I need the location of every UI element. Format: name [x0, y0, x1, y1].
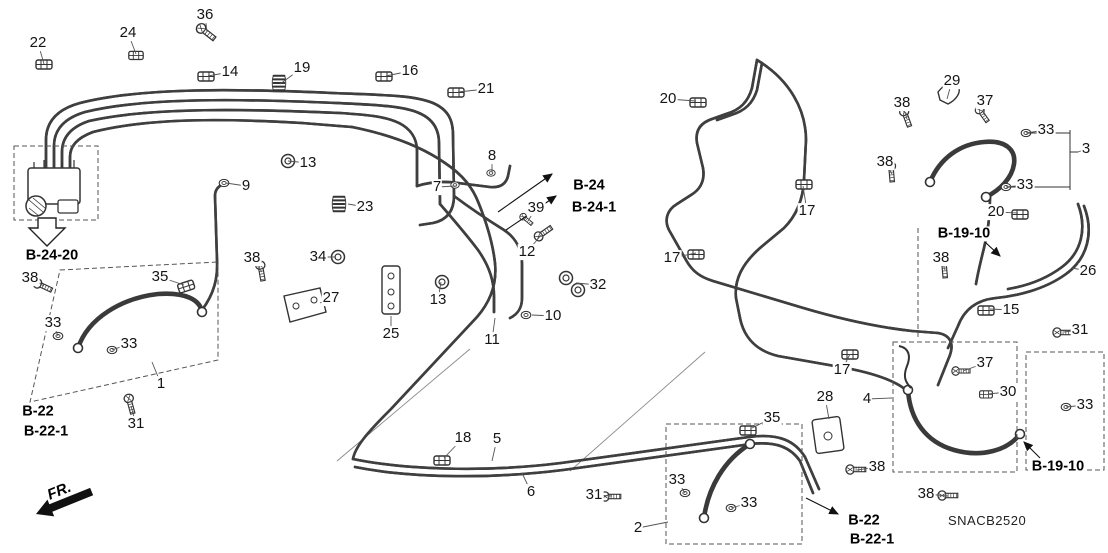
part-callout-8: 8 [486, 147, 498, 165]
part-callout-39: 39 [526, 199, 546, 217]
diagram-code: SNACB2520 [948, 513, 1027, 528]
ref-label-b-24: B-24 [572, 177, 606, 194]
part-callout-4: 4 [861, 390, 873, 408]
part-callout-35: 35 [150, 268, 170, 286]
part-callout-16: 16 [400, 62, 420, 80]
part-callout-27: 27 [321, 289, 341, 307]
part-callout-22: 22 [28, 34, 48, 52]
part-callout-30: 30 [998, 383, 1018, 401]
part-callout-33: 33 [1015, 176, 1035, 194]
part-callout-34: 34 [308, 248, 328, 266]
part-callout-17: 17 [797, 202, 817, 220]
part-callout-38: 38 [892, 94, 912, 112]
ref-label-b-22: B-22 [21, 403, 55, 420]
part-callout-33: 33 [1075, 396, 1095, 414]
rear-hose-3 [927, 139, 1017, 200]
part-callout-20: 20 [658, 90, 678, 108]
part-callout-31: 31 [1070, 321, 1090, 339]
part-callout-37: 37 [975, 354, 995, 372]
part-callout-11: 11 [483, 331, 501, 349]
rear-hose-4 [905, 387, 1023, 456]
part-callout-36: 36 [195, 6, 215, 24]
part-callout-13: 13 [428, 291, 448, 309]
part-callout-37: 37 [975, 92, 995, 110]
front-left-hose [75, 291, 205, 351]
part-callout-29: 29 [942, 72, 962, 90]
part-callout-38: 38 [916, 485, 936, 503]
part-callout-17: 17 [832, 361, 852, 379]
part-callout-10: 10 [543, 307, 563, 325]
part-callout-7: 7 [431, 178, 443, 196]
part-callout-31: 31 [584, 486, 604, 504]
part-callout-23: 23 [355, 198, 375, 216]
part-callout-38: 38 [867, 458, 887, 476]
ref-label-b-22-1: B-22-1 [848, 531, 896, 548]
part-callout-33: 33 [43, 314, 63, 332]
ref-label-b-22-1: B-22-1 [22, 423, 70, 440]
part-callout-38: 38 [931, 249, 951, 267]
abs-modulator [25, 160, 81, 217]
part-callout-31: 31 [126, 415, 146, 433]
part-callout-38: 38 [20, 269, 40, 287]
bracket-27-icon [283, 287, 327, 323]
part-callout-14: 14 [220, 63, 240, 81]
part-callout-9: 9 [240, 177, 252, 195]
ref-label-b-24-1: B-24-1 [570, 199, 618, 216]
part-callout-5: 5 [491, 430, 503, 448]
part-callout-1: 1 [155, 375, 167, 393]
part-callout-28: 28 [815, 388, 835, 406]
part-callout-24: 24 [118, 24, 138, 42]
ref-label-b-24-20: B-24-20 [24, 247, 80, 264]
clips-and-brackets [35, 50, 1029, 466]
part-callout-33: 33 [739, 494, 759, 512]
ref-label-b-22: B-22 [847, 512, 881, 529]
part-callout-26: 26 [1078, 262, 1098, 280]
part-callout-12: 12 [517, 243, 537, 261]
rear-hose-2 [701, 441, 753, 521]
part-callout-25: 25 [381, 325, 401, 343]
part-callout-18: 18 [453, 429, 473, 447]
down-arrow-b-24-20-icon [27, 217, 67, 247]
part-callout-33: 33 [119, 335, 139, 353]
part-callout-2: 2 [632, 519, 644, 537]
part-callout-19: 19 [292, 59, 312, 77]
part-callout-35: 35 [762, 409, 782, 427]
part-callout-38: 38 [875, 153, 895, 171]
part-callout-38: 38 [242, 249, 262, 267]
part-callout-17: 17 [662, 249, 682, 267]
projection-lines [336, 348, 706, 472]
part-callout-20: 20 [986, 203, 1006, 221]
bracket-4-icon [898, 345, 912, 389]
brake-hoses [72, 139, 1026, 524]
part-callout-32: 32 [588, 276, 608, 294]
part-callout-33: 33 [1036, 121, 1056, 139]
part-callout-3: 3 [1080, 140, 1092, 158]
part-callout-13: 13 [298, 154, 318, 172]
fr-arrow-icon [36, 487, 94, 517]
part-callout-33: 33 [667, 471, 687, 489]
ref-label-b-19-10: B-19-10 [1030, 458, 1086, 475]
part-callout-15: 15 [1001, 301, 1021, 319]
part-callout-21: 21 [476, 80, 496, 98]
part-callout-6: 6 [525, 483, 537, 501]
ref-label-b-19-10: B-19-10 [936, 225, 992, 242]
